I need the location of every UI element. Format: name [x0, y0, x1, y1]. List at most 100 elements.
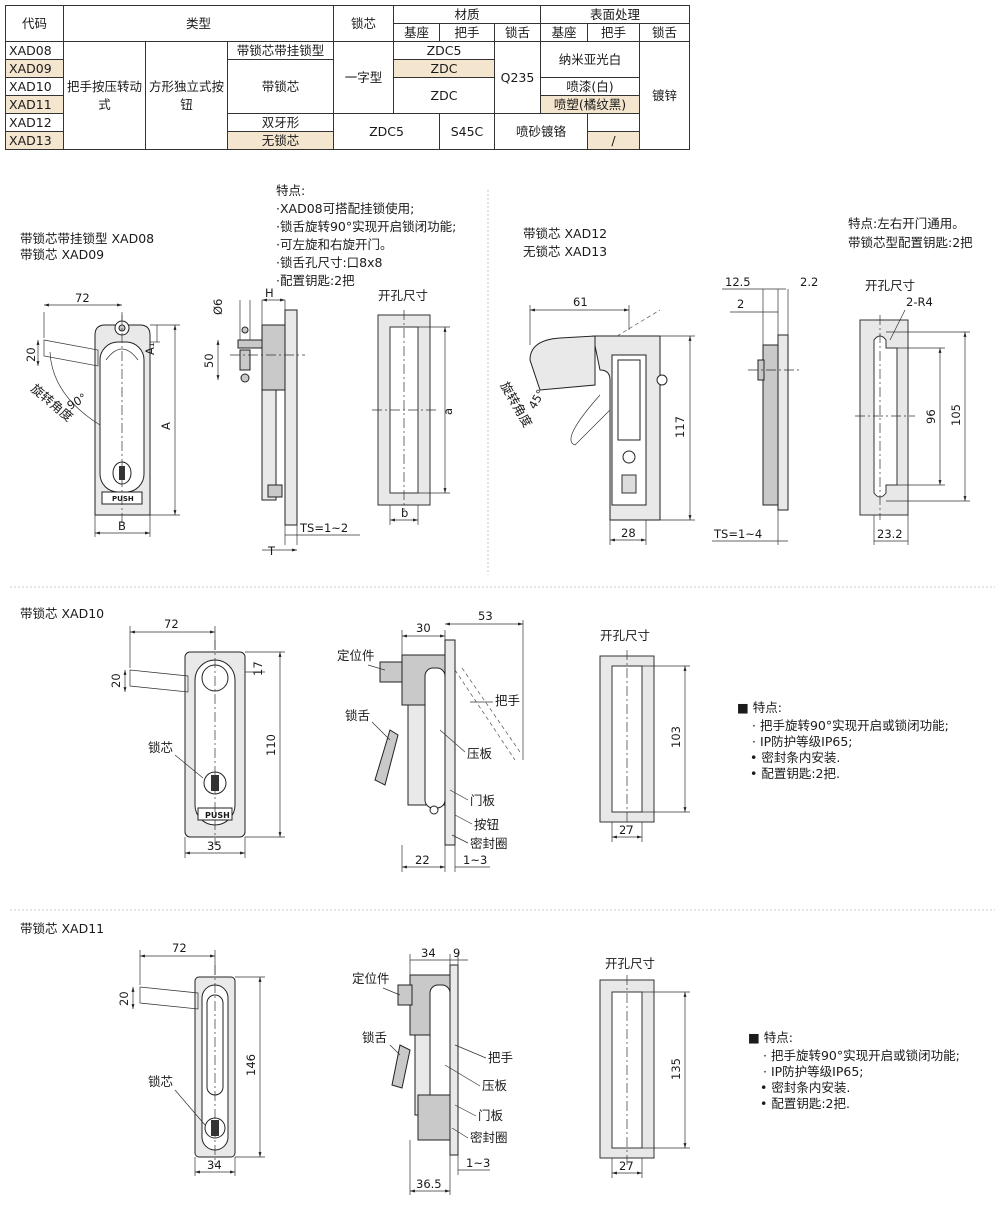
header-type: 类型: [63, 5, 334, 42]
xad12-13-section: 带锁芯 XAD12 无锁芯 XAD13 特点:左右开门通用。 带锁芯型配置钥匙:…: [497, 216, 973, 545]
dim-label: 2-R4: [906, 295, 933, 309]
callout-label: 压板: [482, 1078, 508, 1093]
feature-line: · IP防护等级IP65;: [763, 1064, 864, 1079]
xad10-dims: 72 20 17 110 35 锁芯: [109, 617, 285, 858]
dim-label: 12.5: [725, 275, 751, 289]
note-line: 特点:左右开门通用。: [848, 216, 965, 231]
features-title: ■ 特点:: [748, 1030, 793, 1045]
dim-label: 34: [207, 1158, 222, 1172]
dim-label: 30: [416, 621, 431, 635]
dim-label: 135: [669, 1058, 683, 1080]
feature-line: · 把手旋转90°实现开启或锁闭功能;: [763, 1048, 960, 1063]
header-surface-base: 基座: [540, 23, 588, 42]
surf-2-cell: 喷漆(白): [540, 77, 640, 96]
feature-line: · 把手旋转90°实现开启或锁闭功能;: [752, 718, 949, 733]
xad12-dims: 61 45° 旋转角度 117 28: [497, 295, 695, 545]
surf-tongue-cell: 镀锌: [639, 41, 690, 150]
xad08-side-dims: Ø6 H 50 T TS=1~2: [202, 286, 360, 558]
xad11-side-dims: 定位件 锁舌 把手 压板 门板 密封圈 34 9 1~3 36.5: [352, 946, 513, 1195]
code-cell: XAD13: [5, 131, 64, 150]
header-material-tongue: 锁舌: [494, 23, 541, 42]
dim-label: 50: [202, 353, 216, 368]
xad12-front-view: [529, 309, 668, 521]
model-label: 带锁芯 XAD12: [523, 226, 607, 241]
cutout-label: 开孔尺寸: [600, 628, 650, 643]
dim-label: 20: [24, 347, 38, 362]
callout-label: 锁芯: [148, 740, 173, 755]
callout-label: 锁芯: [148, 1074, 173, 1089]
xad10-features: ■ 特点: · 把手旋转90°实现开启或锁闭功能; · IP防护等级IP65; …: [737, 700, 949, 781]
feature-line: · IP防护等级IP65;: [752, 734, 853, 749]
type-a-cell: 把手按压转动式: [63, 41, 146, 150]
type-c3-cell: 无锁芯: [227, 131, 334, 150]
xad12-cutout: 开孔尺寸 2-R4 96 105 23.2: [855, 278, 970, 545]
code-cell: XAD10: [5, 77, 64, 96]
feature-line: ·锁舌孔尺寸:口8x8: [276, 255, 383, 270]
lock-cylinder: [622, 450, 636, 464]
model-label: 带锁芯 XAD11: [20, 921, 104, 936]
feature-line: ·配置钥匙:2把: [276, 273, 355, 288]
dim-label: T: [267, 544, 276, 558]
dim-label: 117: [673, 416, 687, 438]
dim-label: 72: [172, 941, 187, 955]
xad11-features: ■ 特点: · 把手旋转90°实现开启或锁闭功能; · IP防护等级IP65; …: [748, 1030, 960, 1111]
callout-label: 门板: [470, 793, 496, 808]
header-surface: 表面处理: [540, 5, 690, 24]
feature-line: • 配置钥匙:2把.: [760, 1096, 850, 1111]
dim-label: 61: [573, 295, 588, 309]
dim-label: A₁: [143, 343, 157, 355]
model-label: 带锁芯带挂锁型 XAD08: [20, 231, 154, 246]
header-code: 代码: [5, 5, 64, 42]
xad11-side-view: [391, 964, 459, 1156]
callout-label: 把手: [495, 693, 520, 708]
feature-line: ·锁舌旋转90°实现开启锁闭功能;: [276, 219, 456, 234]
cutout-label: 开孔尺寸: [865, 278, 915, 293]
push-text: PUSH: [112, 495, 134, 503]
xad12-side-view: [748, 334, 800, 511]
callout-label: 密封圈: [470, 1130, 508, 1145]
core-3-cell: /: [587, 131, 640, 150]
features-title: 特点:: [276, 183, 305, 198]
dim-label: 34: [421, 946, 436, 960]
mat-base-4-cell: ZDC5: [333, 113, 440, 150]
xad08-side-view: [230, 309, 305, 526]
callout-label: 把手: [488, 1050, 513, 1065]
dim-label: 27: [619, 823, 634, 837]
callout-label: 定位件: [352, 971, 390, 986]
code-cell: XAD11: [5, 95, 64, 114]
feature-line: ·可左旋和右旋开门。: [276, 237, 392, 252]
xad10-side-dims: 定位件 锁舌 把手 压板 门板 按钮 密封圈 30 53 22 1~3: [337, 609, 524, 872]
callout-label: 锁舌: [362, 1030, 387, 1045]
xad11-dims: 72 20 146 34 锁芯: [117, 941, 265, 1176]
model-label: 带锁芯 XAD10: [20, 606, 104, 621]
model-label: 带锁芯 XAD09: [20, 247, 104, 262]
xad12-side-dims: 12.5 2.2 2 TS=1~4: [712, 275, 818, 545]
dim-label: 45°: [525, 387, 547, 412]
dim-label: 20: [109, 673, 123, 688]
surf-4-cell: 喷砂镀铬: [494, 113, 588, 150]
feature-line: • 密封条内安装.: [750, 750, 840, 765]
code-cell: XAD12: [5, 113, 64, 132]
dim-label: b: [401, 506, 408, 520]
dim-label: TS=1~4: [713, 527, 762, 541]
dim-label: 2: [737, 297, 744, 311]
xad11-cutout: 开孔尺寸 135 27: [599, 956, 690, 1178]
dim-label: H: [265, 286, 274, 300]
dim-label: 17: [251, 661, 265, 676]
callout-label: 定位件: [337, 648, 375, 663]
xad11-front-view: [139, 965, 236, 1165]
dim-label: 36.5: [416, 1177, 442, 1191]
dim-label: 23.2: [877, 527, 903, 541]
push-text: PUSH: [205, 811, 230, 820]
header-material-base: 基座: [393, 23, 440, 42]
xad10-cutout: 开孔尺寸 103 27: [599, 628, 690, 842]
feature-line: • 配置钥匙:2把.: [750, 766, 840, 781]
code-cell: XAD09: [5, 59, 64, 78]
dim-label: 53: [478, 609, 493, 623]
xad08-front-view: PUSH: [43, 315, 151, 525]
feature-line: • 密封条内安装.: [760, 1080, 850, 1095]
xad10-front-view: PUSH: [129, 640, 246, 845]
dim-label: a: [441, 408, 455, 415]
callout-label: 门板: [478, 1108, 504, 1123]
